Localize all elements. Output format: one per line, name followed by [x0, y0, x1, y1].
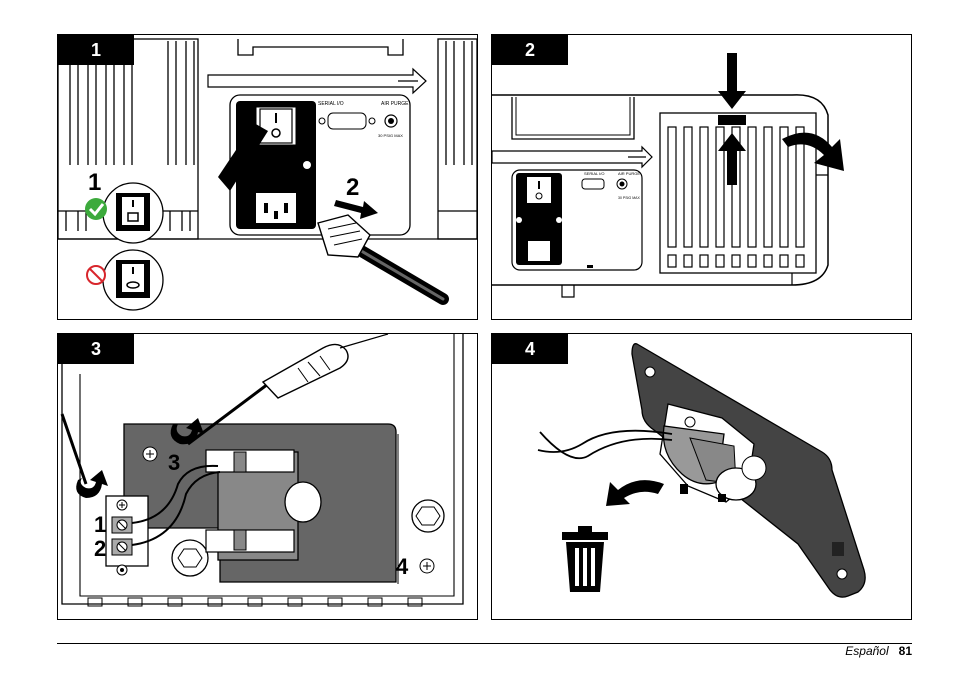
step-1-illustration: SERIAL I/O AIR PURGE 30 PSIG MAX 1 2 — [58, 38, 477, 311]
callout-1: 1 — [94, 512, 106, 537]
arrow-icon — [718, 53, 746, 185]
step-number: 4 — [492, 334, 568, 364]
page-number: 81 — [898, 644, 912, 658]
psig-label: 30 PSIG MAX — [618, 196, 640, 200]
footer-language: Español — [845, 644, 889, 658]
arrow-icon — [606, 480, 664, 506]
step-4-illustration — [537, 343, 866, 598]
step-3-illustration: 3 1 2 4 — [60, 334, 464, 607]
switch-off-callout — [102, 249, 164, 311]
step-2-illustration: SERIAL I/O AIR PURGE 30 PSIG MAX — [492, 53, 844, 298]
step-number: 2 — [492, 35, 568, 65]
callout-4: 4 — [396, 554, 409, 579]
rotate-arrow-icon — [76, 418, 204, 498]
trash-can-icon — [562, 526, 608, 592]
step-number: 3 — [58, 334, 134, 364]
step-2-panel: SERIAL I/O AIR PURGE 30 PSIG MAX 2 — [491, 34, 912, 320]
step-1-panel: SERIAL I/O AIR PURGE 30 PSIG MAX 1 2 1 — [57, 34, 478, 320]
callout-2: 2 — [94, 536, 106, 561]
switch-on-callout — [102, 182, 164, 244]
page-footer: Español 81 — [845, 644, 912, 658]
serial-label: SERIAL I/O — [584, 171, 605, 176]
step-4-panel: 4 — [491, 333, 912, 620]
callout-1: 1 — [88, 169, 101, 196]
step-3-panel: 3 1 2 4 3 — [57, 333, 478, 620]
air-purge-label: AIR PURGE — [618, 171, 640, 176]
prohibited-icon — [86, 265, 106, 285]
step-number: 1 — [58, 35, 134, 65]
check-icon — [85, 198, 107, 220]
psig-label: 30 PSIG MAX — [378, 133, 403, 138]
callout-3: 3 — [168, 450, 180, 475]
callout-2: 2 — [346, 174, 359, 201]
screwdriver-icon — [60, 334, 389, 485]
rotate-arrow-icon — [782, 132, 844, 171]
serial-label: SERIAL I/O — [318, 101, 344, 107]
footer-divider — [57, 643, 912, 644]
air-purge-label: AIR PURGE — [381, 101, 409, 107]
